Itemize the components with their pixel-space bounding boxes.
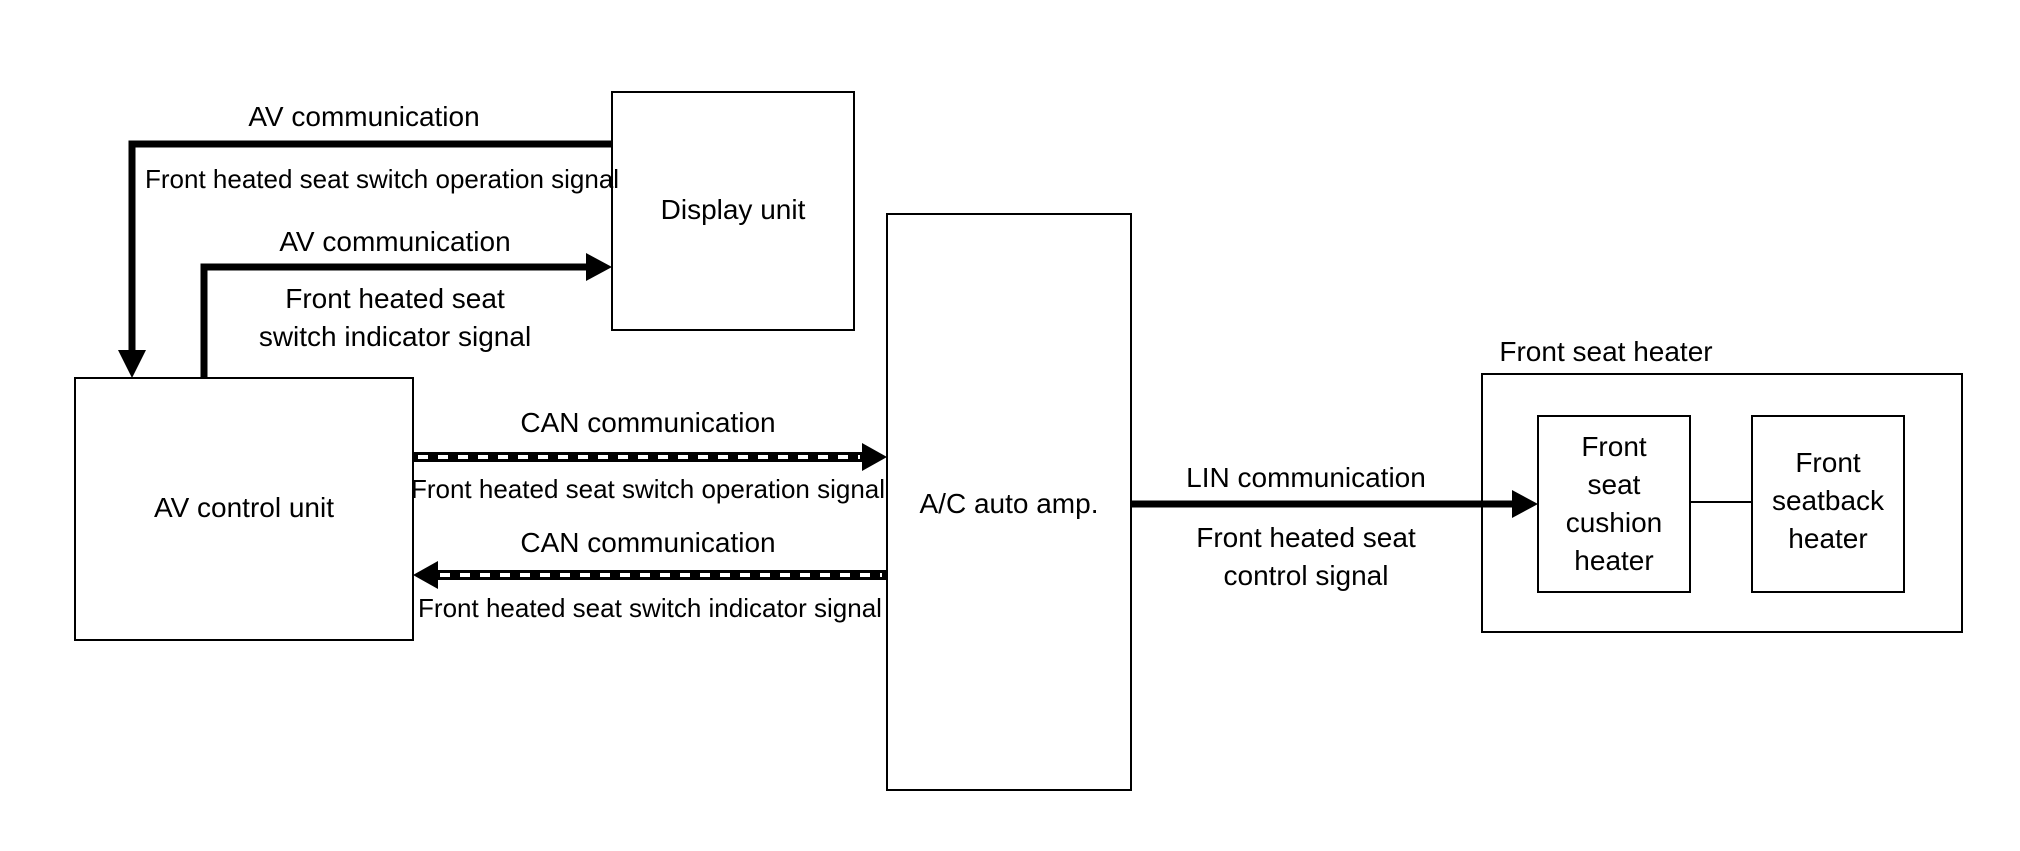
av-link-bottom-protocol: AV communication <box>279 226 510 257</box>
av-link-top-signal: Front heated seat switch operation signa… <box>145 164 619 194</box>
can-link-bottom-signal: Front heated seat switch indicator signa… <box>418 593 882 623</box>
can-link-top: CAN communication Front heated seat swit… <box>411 407 887 504</box>
front-seat-heater-label: Front seat heater <box>1499 336 1712 367</box>
av-link-top: AV communication Front heated seat switc… <box>118 101 619 378</box>
can-link-top-arrowhead <box>862 443 887 471</box>
seatback-heater-line-2: seatback <box>1772 485 1885 516</box>
av-link-top-protocol: AV communication <box>248 101 479 132</box>
cushion-heater-line-2: seat <box>1588 469 1641 500</box>
cushion-heater-line-1: Front <box>1581 431 1647 462</box>
can-link-top-signal: Front heated seat switch operation signa… <box>411 474 885 504</box>
av-link-bottom-signal-line-1: Front heated seat <box>285 283 505 314</box>
can-link-bottom-protocol: CAN communication <box>520 527 775 558</box>
lin-link-signal-line-1: Front heated seat <box>1196 522 1416 553</box>
can-link-top-protocol: CAN communication <box>520 407 775 438</box>
cushion-heater-line-3: cushion <box>1566 507 1663 538</box>
can-link-bottom-arrowhead <box>413 561 438 589</box>
av-control-unit-block: AV control unit <box>74 377 414 641</box>
cushion-heater-line-4: heater <box>1574 545 1653 576</box>
display-unit-label: Display unit <box>661 194 806 225</box>
av-link-bottom: AV communication Front heated seat switc… <box>200 226 612 378</box>
av-link-bottom-signal-line-2: switch indicator signal <box>259 321 531 352</box>
display-unit-block: Display unit <box>611 91 855 331</box>
can-link-bottom: CAN communication Front heated seat swit… <box>413 527 887 623</box>
ac-auto-amp-label: A/C auto amp. <box>920 488 1099 519</box>
seatback-heater-line-3: heater <box>1788 523 1867 554</box>
seatback-heater-line-1: Front <box>1795 447 1861 478</box>
seatback-heater-block: Front seatback heater <box>1751 415 1905 593</box>
lin-link-arrowhead <box>1512 490 1538 518</box>
av-link-bottom-line <box>200 263 586 378</box>
av-link-top-line <box>128 140 612 352</box>
cushion-heater-block: Front seat cushion heater <box>1537 415 1691 593</box>
ac-auto-amp-block: A/C auto amp. <box>886 213 1132 791</box>
av-control-unit-label: AV control unit <box>154 492 334 523</box>
front-seat-heater-block: Front seat heater Front seat cushion hea… <box>1481 336 1963 633</box>
lin-link-signal-line-2: control signal <box>1224 560 1389 591</box>
av-link-bottom-arrowhead <box>586 253 612 281</box>
lin-link: LIN communication Front heated seat cont… <box>1131 462 1538 591</box>
av-link-top-arrowhead <box>118 350 146 378</box>
lin-link-protocol: LIN communication <box>1186 462 1426 493</box>
